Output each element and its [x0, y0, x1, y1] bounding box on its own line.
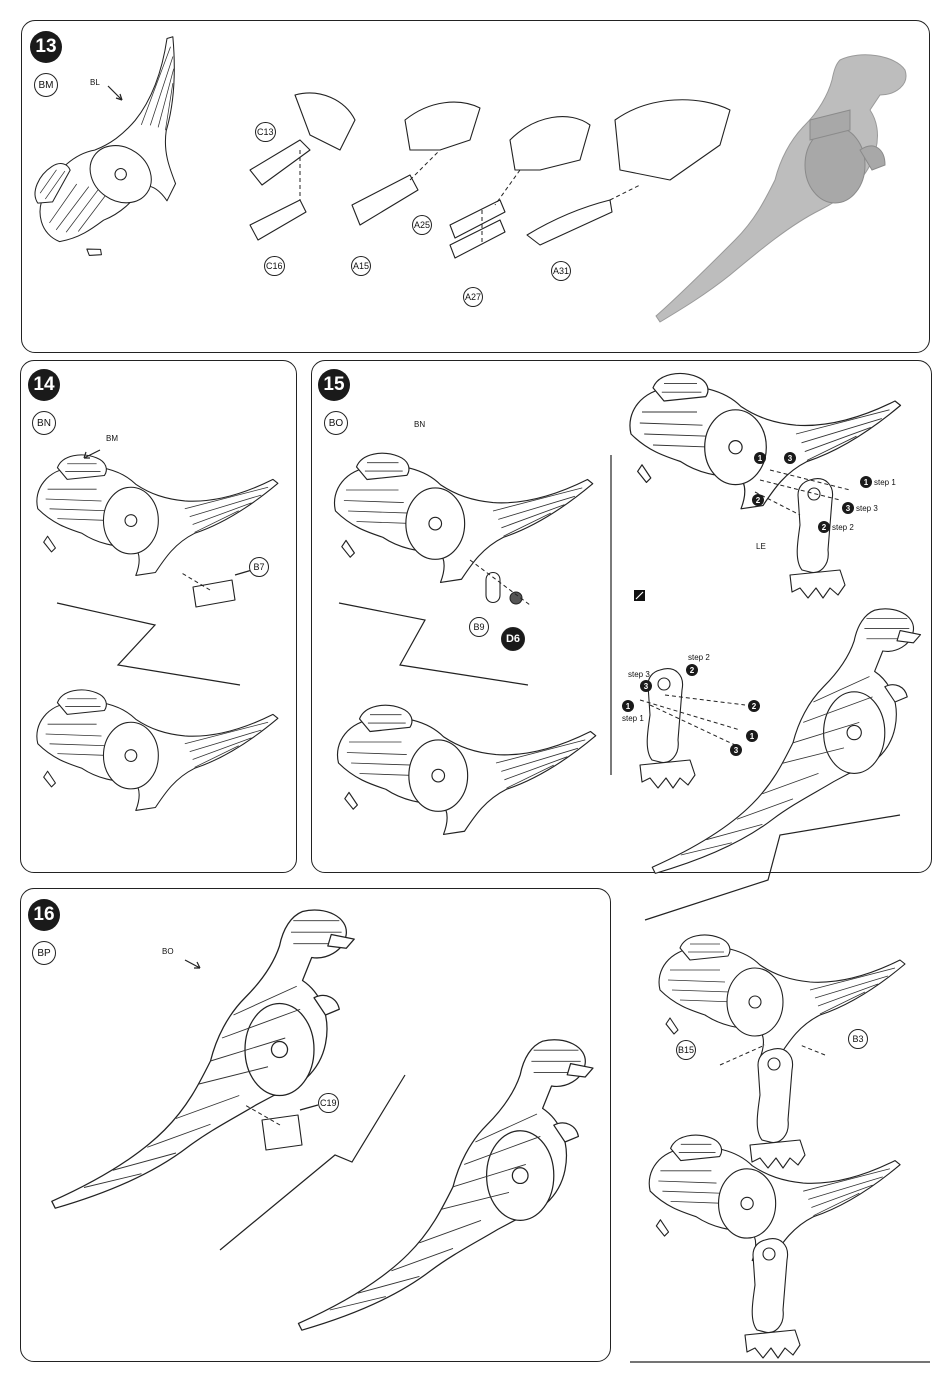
marker-1-mid: 1 [622, 700, 634, 712]
step-16-model-after [298, 1040, 593, 1330]
part-label-a27: A27 [463, 287, 483, 307]
step-14-code: BN [32, 411, 56, 435]
part-label-c19: C19 [318, 1093, 339, 1113]
leg-part-le [790, 479, 845, 598]
marker-2-top-target: 2 [752, 494, 764, 506]
marker-1-mid-target: 1 [746, 730, 758, 742]
c19-part [262, 1115, 302, 1150]
part-label-a31: A31 [551, 261, 571, 281]
step-16-number: 16 [28, 899, 60, 931]
part-label-a15: A15 [351, 256, 371, 276]
tail-sequence [250, 93, 730, 258]
step-15-leg-model-3 [659, 935, 905, 1058]
part-label-b15: B15 [676, 1040, 696, 1060]
step-15-model-after [337, 705, 595, 834]
marker-3-mid-target: 3 [730, 744, 742, 756]
b7-part [193, 580, 235, 607]
part-label-c13: C13 [255, 122, 276, 142]
step-15-divider-2 [645, 815, 900, 920]
finished-model-photo [656, 55, 906, 322]
part-label-a25: A25 [412, 215, 432, 235]
leg-attached-3 [750, 1049, 805, 1168]
step-13-callout: BL [90, 78, 100, 87]
step-note-1-mid: step 1 [622, 714, 644, 723]
step-14-divider [57, 603, 240, 685]
step-16-code: BP [32, 941, 56, 965]
d6-part [510, 592, 522, 604]
step-14-model-after [37, 690, 278, 811]
step-15-callout: BN [414, 420, 425, 429]
part-label-c16: C16 [264, 256, 285, 276]
marker-1-top-target: 1 [754, 452, 766, 464]
step-note-2-mid: step 2 [688, 653, 710, 662]
step-15-model-before [334, 453, 592, 582]
step-15-code: BO [324, 411, 348, 435]
bl-arrow-line [108, 86, 122, 100]
step-14-model-before [37, 455, 278, 576]
step-note-3-mid: step 3 [628, 670, 650, 679]
marker-2-mid: 2 [686, 664, 698, 676]
step-15-leg-model-1 [630, 374, 901, 509]
step-14-number: 14 [28, 369, 60, 401]
part-label-b9: B9 [469, 617, 489, 637]
part-label-b3: B3 [848, 1029, 868, 1049]
marker-3-mid: 3 [640, 680, 652, 692]
step-15-divider [339, 603, 528, 685]
step-15-number: 15 [318, 369, 350, 401]
part-label-d6: D6 [501, 627, 525, 651]
step-16-model-before [52, 910, 354, 1208]
step-16-callout: BO [162, 947, 174, 956]
step-13-code: BM [34, 73, 58, 97]
leg-callout-le: LE [756, 542, 766, 551]
leg-attached-4 [745, 1239, 800, 1358]
step-14-callout: BM [106, 434, 118, 443]
part-label-b7: B7 [249, 557, 269, 577]
marker-2-mid-target: 2 [748, 700, 760, 712]
marker-3-top-target: 3 [784, 452, 796, 464]
step-13-number: 13 [30, 31, 62, 63]
